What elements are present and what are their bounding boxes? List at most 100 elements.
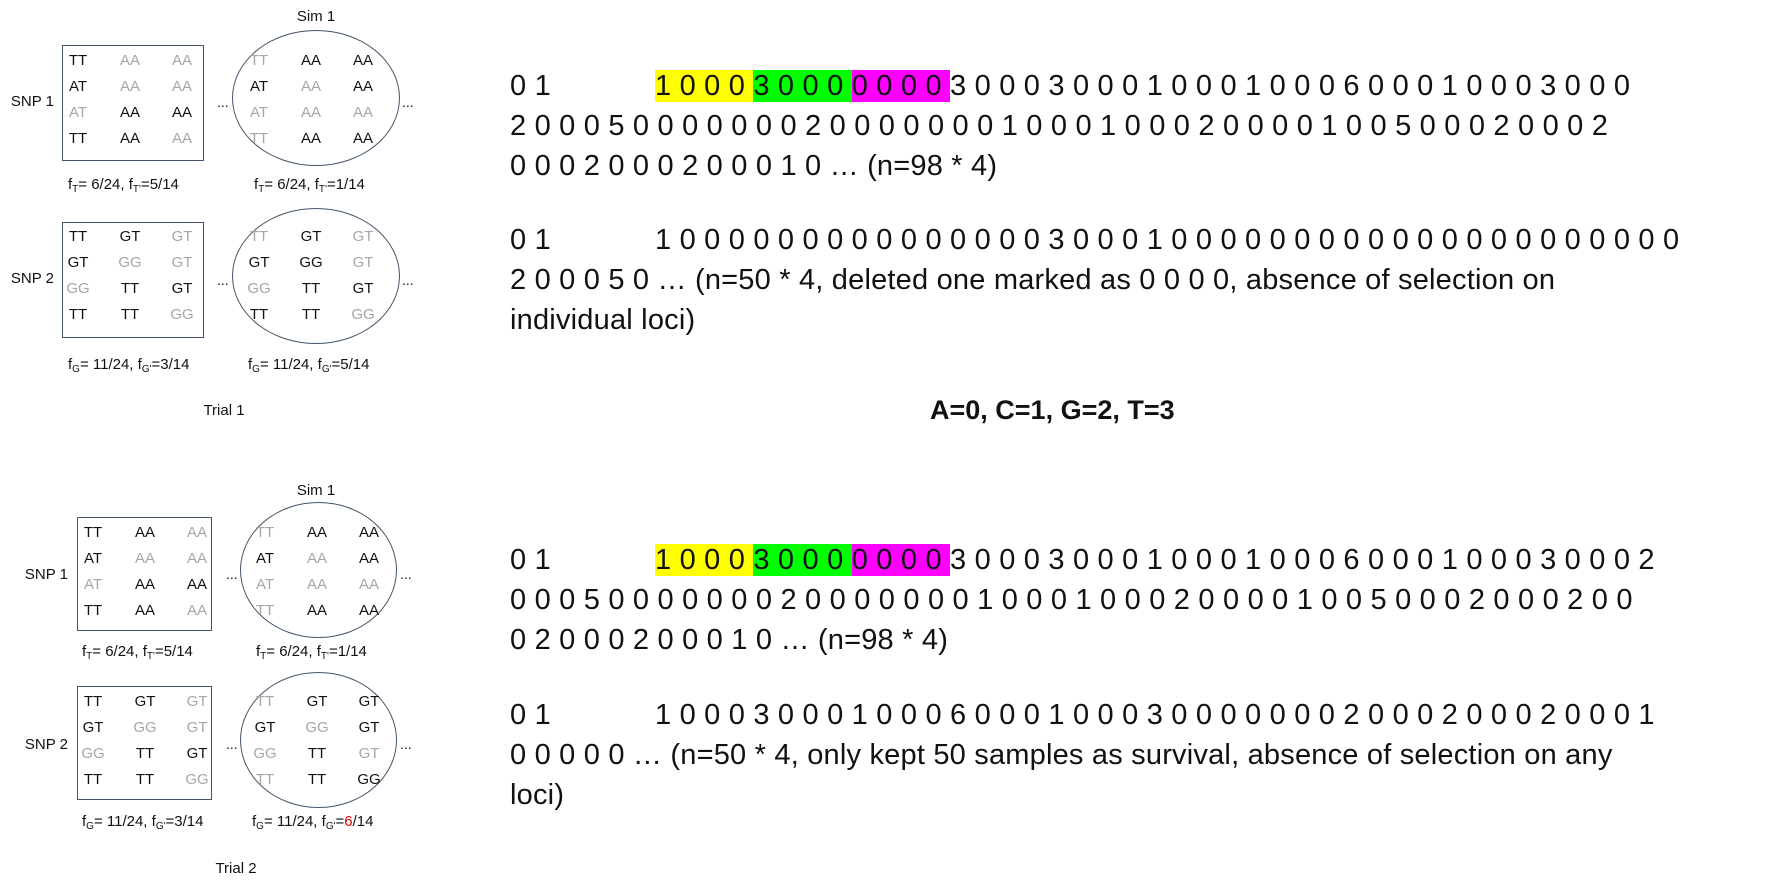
sequence-line: 0 0 0 0 0 … (n=50 * 4, only kept 50 samp… [510,739,1613,771]
genotype-cell: GT [358,693,380,710]
snp1-sim-circle [240,502,397,638]
genotype-cell: TT [249,228,269,245]
genotype-cell: AA [134,576,155,593]
genotype-cell: GG [81,745,105,762]
genotype-cell: TT [68,52,88,69]
genotype-cell: AT [249,104,269,121]
highlight-magenta: 0 0 0 0 [851,70,951,102]
snp2-sim-circle [232,208,400,344]
sequence-rest: 3 0 0 0 3 0 0 0 1 0 0 0 1 0 0 0 6 0 0 0 … [950,544,1655,576]
ellipsis: ... [400,566,412,582]
sequence-line: individual loci) [510,304,696,336]
genotype-cell: GG [185,771,209,788]
genotype-cell: TT [255,602,275,619]
genotype-cell: GT [352,228,374,245]
snp2-box-frequency: fG= 11/24, fG'=3/14 [68,356,190,375]
ellipsis: ... [400,736,412,752]
ellipsis: ... [226,566,238,582]
genotype-cell: TT [68,228,88,245]
genotype-cell: TT [255,524,275,541]
genotype-cell: TT [301,306,321,323]
genotype-cell: GT [82,719,104,736]
genotype-cell: TT [135,745,155,762]
genotype-cell: TT [249,306,269,323]
genotype-cell: TT [120,280,140,297]
genotype-cell: TT [249,52,269,69]
genotype-cell: GT [248,254,270,271]
highlight-green: 3 0 0 0 [753,70,852,102]
sequence-line: 0 1 1 0 0 0 3 0 0 0 1 0 0 0 6 0 0 0 1 0 0… [510,695,1655,735]
genotype-cell: GT [352,254,374,271]
snp1-circle-frequency: fT= 6/24, fT'=1/14 [254,176,365,195]
genotype-cell: AA [134,602,155,619]
genotype-cell: AT [68,104,88,121]
sequence-rest: 1 0 0 0 3 0 0 0 1 0 0 0 6 0 0 0 1 0 0 0 … [655,699,1655,731]
highlight-magenta: 0 0 0 0 [851,544,951,576]
snp1-label: SNP 1 [10,93,54,110]
genotype-cell: AA [306,576,327,593]
sim-title: Sim 1 [296,482,336,499]
genotype-cell: TT [249,130,269,147]
genotype-cell: AT [83,576,103,593]
genotype-cell: AA [171,130,192,147]
genotype-cell: AA [186,550,207,567]
sequence-line: 2 0 0 0 5 0 … (n=50 * 4, deleted one mar… [510,264,1556,296]
snp2-label: SNP 2 [24,736,68,753]
snp2-box-frequency: fG= 11/24, fG'=3/14 [82,813,204,832]
genotype-cell: GG [170,306,194,323]
snp2-circle-frequency: fG= 11/24, fG'=5/14 [248,356,370,375]
genotype-cell: AA [119,78,140,95]
genotype-cell: AA [358,576,379,593]
sequence-block-4: 0 1 1 0 0 0 3 0 0 0 1 0 0 0 6 0 0 0 1 0 0… [510,695,1655,815]
sequence-lead: 0 1 [510,70,551,102]
genotype-cell: GG [66,280,90,297]
genotype-cell: AA [119,52,140,69]
genotype-cell: AT [255,550,275,567]
genotype-cell: AA [119,104,140,121]
genotype-cell: AA [300,104,321,121]
sequence-rest: 3 0 0 0 3 0 0 0 1 0 0 0 1 0 0 0 6 0 0 0 … [950,70,1631,102]
genotype-cell: GT [171,280,193,297]
genotype-cell: AA [171,52,192,69]
genotype-cell: AA [352,104,373,121]
genotype-cell: TT [83,771,103,788]
snp1-sample-box [77,517,212,631]
ellipsis: ... [226,736,238,752]
genotype-cell: GG [305,719,329,736]
genotype-cell: TT [83,524,103,541]
genotype-cell: GG [351,306,375,323]
genotype-cell: TT [255,693,275,710]
genotype-cell: AA [300,52,321,69]
genotype-cell: AA [171,104,192,121]
sequence-lead: 0 1 [510,699,551,731]
genotype-cell: AA [171,78,192,95]
genotype-cell: AA [186,524,207,541]
snp1-box-frequency: fT= 6/24, fT'=5/14 [68,176,179,195]
snp1-sample-box [62,45,204,161]
snp2-sim-circle [240,672,397,808]
genotype-cell: AA [352,78,373,95]
genotype-cell: AA [300,78,321,95]
genotype-cell: AA [119,130,140,147]
genotype-cell: TT [68,306,88,323]
genotype-cell: TT [301,280,321,297]
highlight-yellow: 1 0 0 0 [655,544,754,576]
highlight-green: 3 0 0 0 [753,544,852,576]
genotype-cell: AA [358,550,379,567]
genotype-cell: GT [306,693,328,710]
genotype-cell: GG [133,719,157,736]
sequence-rest: 1 0 0 0 0 0 0 0 0 0 0 0 0 0 0 0 3 0 0 0 … [655,224,1680,256]
snp2-sample-box [77,686,212,800]
genotype-cell: GG [357,771,381,788]
sim-title: Sim 1 [296,8,336,25]
snp2-circle-frequency: fG= 11/24, fG'=6/14 [252,813,374,832]
genotype-cell: GG [118,254,142,271]
genotype-cell: GT [300,228,322,245]
genotype-cell: GT [254,719,276,736]
genotype-cell: AA [134,524,155,541]
genotype-cell: GT [186,693,208,710]
